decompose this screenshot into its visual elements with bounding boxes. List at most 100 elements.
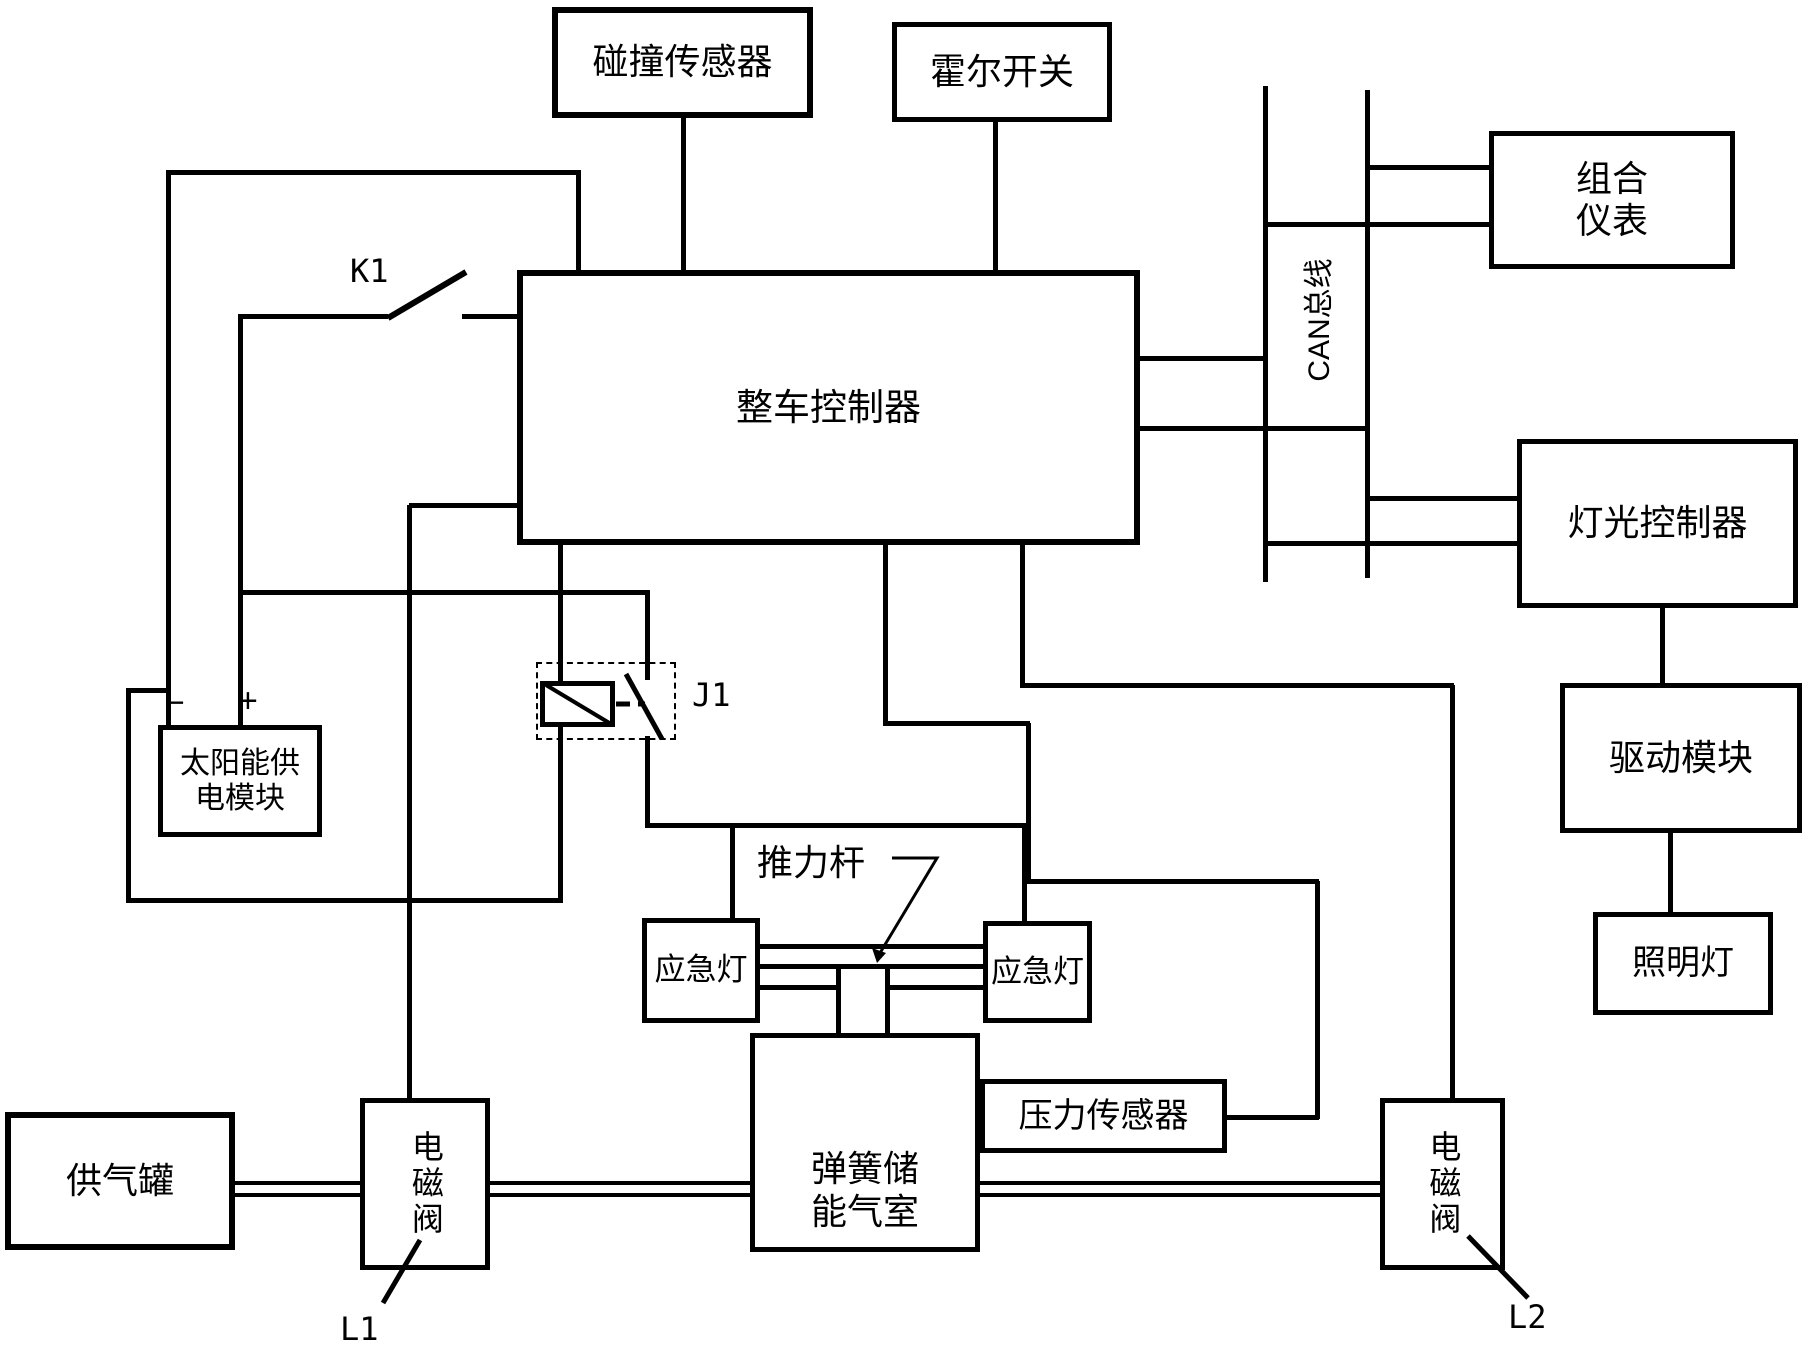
block-label-line2: 电模块 <box>195 782 285 815</box>
wire-coil-return-bottom <box>126 898 563 903</box>
valve-l2-leader <box>1466 1234 1530 1300</box>
wire-relay-contact-bottom <box>645 736 650 827</box>
wire-controller-l1-stub <box>409 503 517 508</box>
pipe-tank-l1-top <box>235 1181 360 1185</box>
block-instrument-cluster: 组合 仪表 <box>1489 131 1735 269</box>
block-label-line1: 组合 <box>1575 157 1648 199</box>
solar-plus-label: + <box>238 682 258 720</box>
block-label: 应急灯 <box>991 953 1084 989</box>
wire-k1-right <box>462 314 517 319</box>
wire-lamp-bus <box>645 823 1027 828</box>
block-light-controller: 灯光控制器 <box>1517 439 1798 608</box>
block-label: 电磁阀 <box>407 1130 444 1238</box>
push-rod-stub-left <box>760 985 840 990</box>
block-label: 照明灯 <box>1632 944 1734 983</box>
push-rod-label: 推力杆 <box>757 842 866 883</box>
push-rod-bar-bottom <box>760 964 983 969</box>
wire-solar-minus-top <box>166 170 581 175</box>
wire-k1-left <box>238 314 388 319</box>
wire-light-to-drive <box>1660 608 1665 683</box>
block-emergency-lamp-right: 应急灯 <box>983 921 1092 1023</box>
wire-coil-down <box>558 725 563 902</box>
block-label: 驱动模块 <box>1608 736 1753 778</box>
block-label-line1: 太阳能供 <box>180 746 300 780</box>
wire-controller-to-l1 <box>407 505 412 1098</box>
wire-l2-seg2 <box>1020 683 1454 688</box>
switch-k1-blade <box>386 269 468 321</box>
wire-lamp-left-drop <box>730 825 735 918</box>
block-solar-power-module: 太阳能供 电模块 <box>158 725 322 837</box>
wire-controller-can-1 <box>1140 356 1267 361</box>
wire-controller-to-coil <box>558 545 563 683</box>
wire-pressure-seg3 <box>1026 723 1031 883</box>
block-label: 整车控制器 <box>736 386 921 428</box>
pipe-l1-chamber-top <box>490 1181 750 1185</box>
wire-drive-to-lamp <box>1668 833 1673 912</box>
wire-pressure-seg5 <box>1315 881 1320 1119</box>
block-spring-chamber: 弹簧储 能气室 <box>750 1033 980 1252</box>
push-rod-bar-top <box>760 944 983 949</box>
block-drive-module: 驱动模块 <box>1560 683 1802 833</box>
block-hall-switch: 霍尔开关 <box>892 22 1112 122</box>
wire-solar-minus-drop <box>576 170 581 270</box>
push-rod-leader-arrowhead <box>872 948 886 963</box>
push-rod-stub-right <box>885 985 983 990</box>
wire-relay-contact-top <box>645 592 650 680</box>
block-vehicle-controller: 整车控制器 <box>517 270 1140 545</box>
piston-right-wall <box>885 966 890 1033</box>
wire-collision-to-controller <box>681 118 686 270</box>
wire-l2-seg1 <box>1020 545 1025 687</box>
solar-minus-label: − <box>165 684 185 722</box>
wire-plus-to-relay <box>238 590 650 595</box>
can-bus-left-rail <box>1263 86 1268 582</box>
block-label: 供气罐 <box>65 1159 174 1201</box>
wire-can-cluster-upper <box>1367 165 1491 170</box>
wire-pressure-seg6 <box>1227 1115 1319 1120</box>
block-label: 灯光控制器 <box>1567 502 1748 544</box>
block-label-line1: 弹簧储 <box>810 1148 919 1190</box>
block-collision-sensor: 碰撞传感器 <box>552 7 813 118</box>
wire-can-light-lower <box>1265 541 1519 546</box>
wire-pressure-seg1 <box>883 545 888 725</box>
block-label: 压力传感器 <box>1018 1096 1189 1135</box>
wire-coil-return-left <box>126 690 131 900</box>
pipe-tank-l1-bottom <box>235 1193 360 1197</box>
valve-l1-leader <box>380 1238 423 1305</box>
relay-j1-dashed-outline <box>536 662 676 740</box>
pipe-chamber-l2-bottom <box>980 1193 1380 1197</box>
valve-l2-label: L2 <box>1508 1298 1547 1336</box>
push-rod-leader <box>875 856 940 959</box>
switch-k1-label: K1 <box>350 252 389 290</box>
block-label-line2: 能气室 <box>810 1190 919 1232</box>
block-lighting-lamp: 照明灯 <box>1593 912 1773 1015</box>
block-label-line2: 仪表 <box>1575 200 1648 241</box>
relay-contact-blade <box>623 672 665 741</box>
relay-coil-diagonal <box>544 683 613 726</box>
pipe-l1-chamber-bottom <box>490 1193 750 1197</box>
block-solenoid-valve-l1: 电磁阀 <box>360 1098 490 1270</box>
block-label: 电磁阀 <box>1425 1130 1462 1238</box>
wire-solar-minus-vertical <box>166 170 171 725</box>
can-bus-right-rail <box>1365 90 1370 578</box>
block-emergency-lamp-left: 应急灯 <box>642 918 760 1023</box>
wire-hall-to-controller <box>993 122 998 270</box>
valve-l1-label: L1 <box>340 1310 379 1348</box>
block-label: 碰撞传感器 <box>592 41 773 83</box>
wire-pressure-seg4 <box>1026 879 1319 884</box>
wire-can-light-upper <box>1367 496 1519 501</box>
pipe-chamber-l2-top <box>980 1181 1380 1185</box>
block-label: 霍尔开关 <box>929 50 1074 92</box>
wire-controller-can-2 <box>1140 426 1370 431</box>
wire-pressure-seg2 <box>883 721 1030 726</box>
relay-j1-label: J1 <box>692 676 731 714</box>
piston-left-wall <box>836 966 841 1033</box>
block-solenoid-valve-l2: 电磁阀 <box>1380 1098 1505 1270</box>
wire-lamp-right-drop <box>1022 825 1027 921</box>
wire-coil-return-join <box>126 688 170 693</box>
wire-l2-seg3 <box>1450 685 1455 1098</box>
block-pressure-sensor: 压力传感器 <box>980 1079 1227 1153</box>
wire-solar-plus-vertical <box>238 316 243 725</box>
block-label: 应急灯 <box>654 952 748 988</box>
